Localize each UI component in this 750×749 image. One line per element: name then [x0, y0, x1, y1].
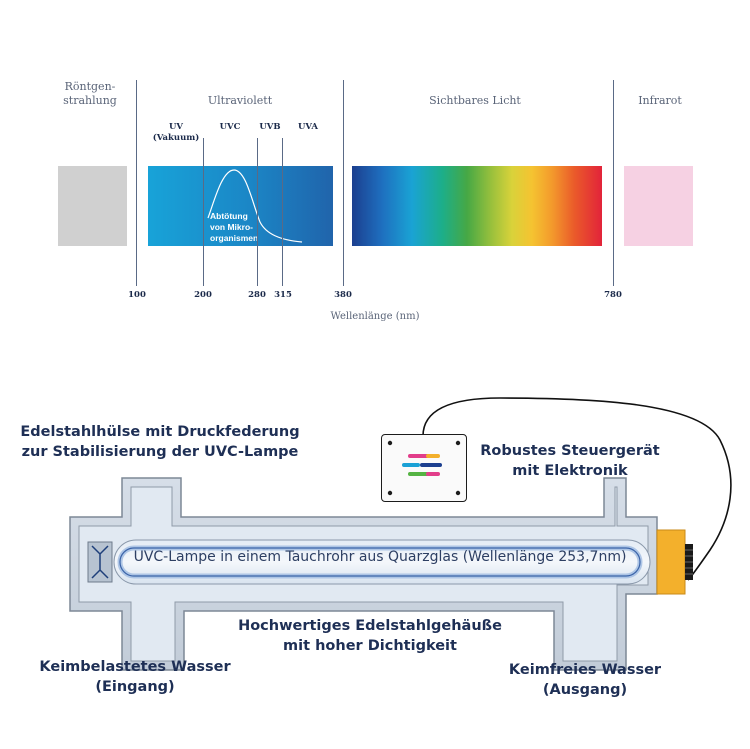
sleeve-label: Edelstahlhülse mit Druckfederung zur Sta…	[20, 424, 300, 460]
brand-logo-icon	[387, 440, 461, 496]
tick-label: 315	[274, 290, 292, 300]
visible-light-bar	[352, 166, 602, 246]
boundary-line-780	[613, 80, 614, 286]
outlet-label: Keimfreies Wasser (Ausgang)	[508, 662, 662, 698]
band-label-uva: UVA	[298, 122, 318, 132]
boundary-line-100	[136, 80, 137, 286]
infrared-bar	[624, 166, 693, 246]
boundary-line-280	[257, 138, 258, 286]
boundary-line-315	[282, 138, 283, 286]
region-label-ir: Infrarot	[638, 94, 682, 107]
boundary-line-380	[343, 80, 344, 286]
lamp-label: UVC-Lampe in einem Tauchrohr aus Quarzgl…	[133, 549, 627, 565]
xray-bar	[58, 166, 127, 246]
region-label-uv: Ultraviolett	[207, 94, 273, 107]
tick-label: 780	[604, 290, 622, 300]
region-label-xray: Röntgen- strahlung	[63, 80, 117, 107]
controller-label: Robustes Steuergerät mit Elektronik	[480, 443, 660, 479]
band-label-uvb: UVB	[259, 122, 281, 132]
tick-label: 280	[248, 290, 266, 300]
housing-label: Hochwertiges Edelstahlgehäuße mit hoher …	[238, 618, 502, 654]
tick-label: 380	[334, 290, 352, 300]
inlet-label: Keimbelastetes Wasser (Eingang)	[39, 659, 231, 695]
band-label-uvc: UVC	[219, 122, 241, 132]
device-illustration	[69, 397, 732, 671]
curve-label: Abtötung von Mikro- organismen	[210, 211, 259, 243]
uv-bar	[148, 166, 333, 246]
tick-label: 100	[128, 290, 146, 300]
region-label-visible: Sichtbares Licht	[429, 94, 521, 107]
tick-label: 200	[194, 290, 212, 300]
axis-label: Wellenlänge (nm)	[330, 311, 420, 322]
control-unit	[381, 434, 467, 502]
germicidal-curve	[207, 169, 303, 243]
boundary-line-200	[203, 138, 204, 286]
band-label-uv-vacuum: UV (Vakuum)	[152, 122, 200, 143]
